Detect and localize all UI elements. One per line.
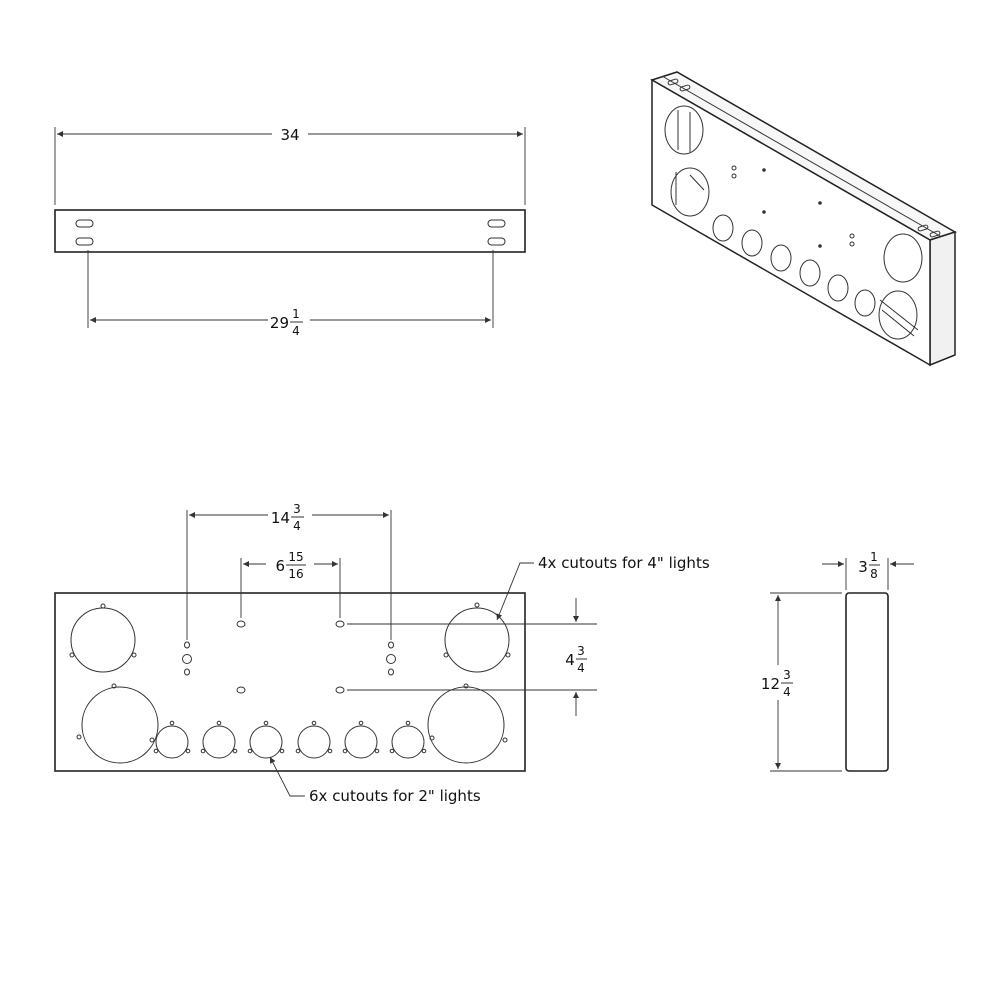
- svg-text:3: 3: [577, 644, 585, 658]
- mounting-slot: [487, 237, 506, 246]
- svg-text:14: 14: [271, 509, 290, 527]
- large-cutout: [70, 607, 136, 673]
- mounting-slots: [75, 219, 506, 246]
- iso-large-cutouts: [664, 105, 923, 340]
- iso-large-cutout: [883, 233, 923, 283]
- note-small-cutouts: 6x cutouts for 2" lights: [309, 787, 481, 805]
- iso-small-cutout: [799, 259, 821, 287]
- svg-text:4: 4: [292, 324, 300, 338]
- iso-front-face: [651, 78, 931, 367]
- svg-text:16: 16: [288, 567, 303, 581]
- small-cutout: [155, 725, 189, 759]
- iso-holes: [731, 165, 855, 248]
- dim-overall-length: 34: [280, 126, 299, 144]
- iso-large-cutout: [670, 167, 710, 217]
- small-cutout: [391, 725, 425, 759]
- large-cutout: [81, 686, 159, 764]
- svg-text:4: 4: [293, 519, 301, 533]
- mounting-slot: [75, 219, 94, 228]
- iso-small-cutout: [741, 229, 763, 257]
- large-cutout: [444, 607, 510, 673]
- iso-small-cutout: [712, 214, 734, 242]
- large-light-cutouts: [69, 602, 511, 764]
- svg-text:4: 4: [565, 651, 575, 669]
- dim-outer-hole-spacing: 14 3 4: [271, 502, 304, 533]
- small-cutout: [202, 725, 236, 759]
- iso-large-cutout: [878, 290, 918, 340]
- iso-small-cutout: [854, 289, 876, 317]
- mounting-slot: [75, 237, 94, 246]
- svg-text:29: 29: [270, 314, 289, 332]
- small-cutout: [344, 725, 378, 759]
- dim-mount-spacing: 29 1 4: [270, 307, 303, 338]
- dim-vertical-hole-spacing: 4 3 4: [565, 644, 587, 675]
- top-view-outline: [54, 209, 526, 253]
- mounting-holes: [182, 620, 396, 694]
- svg-text:3: 3: [858, 558, 868, 576]
- svg-text:3: 3: [293, 502, 301, 516]
- svg-text:1: 1: [292, 307, 300, 321]
- svg-text:6: 6: [275, 557, 285, 575]
- large-cutout: [427, 686, 505, 764]
- iso-large-cutout: [664, 105, 704, 155]
- small-cutout: [249, 725, 283, 759]
- iso-side-face: [929, 230, 956, 367]
- note-large-cutouts: 4x cutouts for 4" lights: [538, 554, 710, 572]
- svg-text:3: 3: [783, 668, 791, 682]
- svg-text:4: 4: [783, 685, 791, 699]
- top-view: 34 29 1 4: [54, 126, 526, 338]
- dim-inner-hole-spacing: 6 15 16: [275, 550, 306, 581]
- side-view: 3 1 8 12 3 4: [761, 550, 914, 772]
- dim-depth: 3 1 8: [858, 550, 880, 581]
- front-view-outline: [54, 592, 526, 772]
- svg-text:12: 12: [761, 675, 780, 693]
- iso-small-cutouts: [712, 214, 876, 317]
- svg-text:8: 8: [870, 567, 878, 581]
- svg-text:1: 1: [870, 550, 878, 564]
- dim-height: 12 3 4: [761, 668, 793, 699]
- svg-text:15: 15: [288, 550, 303, 564]
- iso-slots: [667, 78, 941, 238]
- small-cutout: [297, 725, 331, 759]
- mounting-slot: [487, 219, 506, 228]
- isometric-view: [650, 71, 957, 367]
- iso-small-cutout: [770, 244, 792, 272]
- svg-text:4: 4: [577, 661, 585, 675]
- small-light-cutouts: [153, 720, 427, 759]
- front-view: 14 3 4 6 15 16 4 3 4 4x cutouts for 4": [54, 502, 710, 805]
- iso-small-cutout: [827, 274, 849, 302]
- side-view-outline: [845, 592, 889, 772]
